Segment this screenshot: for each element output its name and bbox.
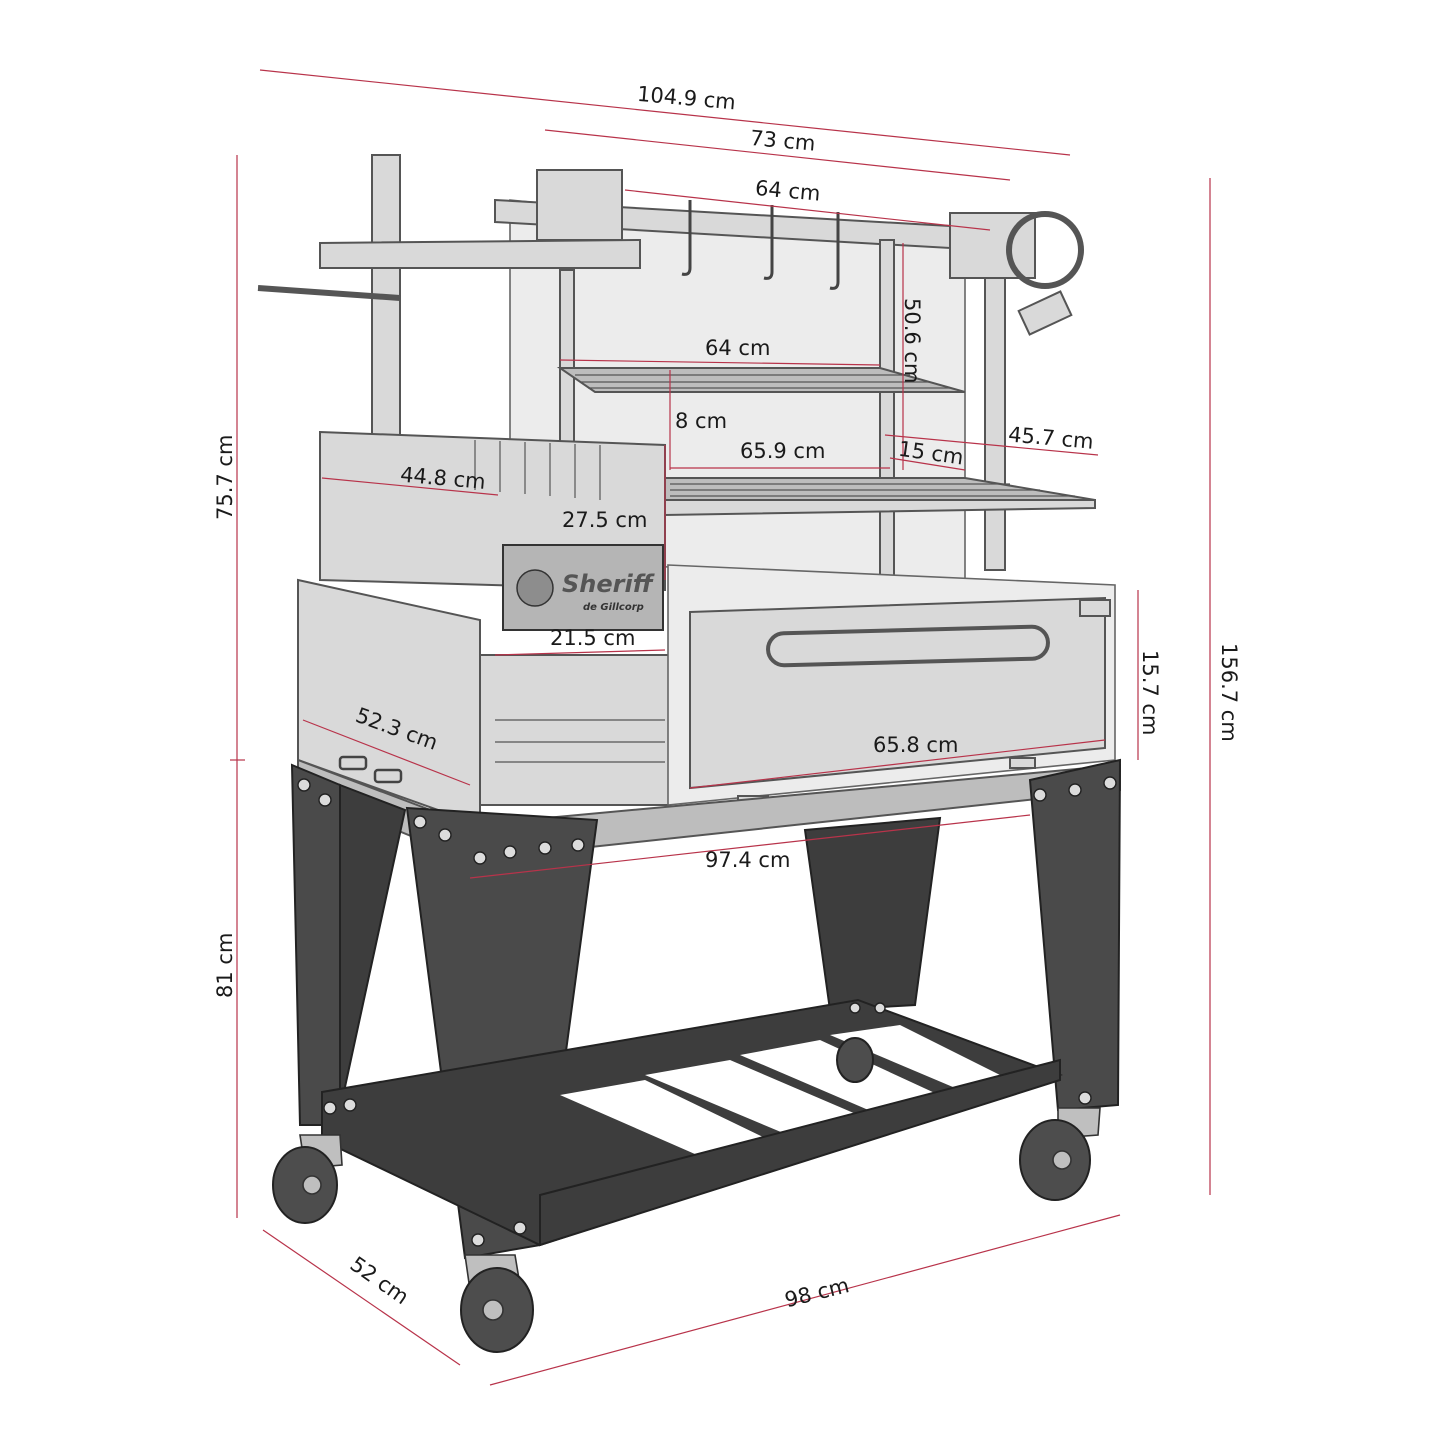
dim-line-base-width — [489, 1214, 1121, 1386]
caster-front-right — [1019, 1107, 1101, 1201]
label-grill-depth: 45.7 cm — [1007, 422, 1094, 453]
label-back-height: 50.6 cm — [900, 298, 924, 383]
dim-line-basket-depth — [494, 649, 666, 656]
drawer-latch-icon — [1079, 599, 1111, 617]
stand — [290, 758, 1122, 1260]
drawer-pin-icon — [1009, 757, 1036, 769]
logo-brand: Sheriff — [562, 570, 655, 598]
hook-icon — [681, 200, 692, 276]
logo-emblem-icon — [516, 569, 554, 607]
label-basket-height: 27.5 cm — [562, 508, 647, 532]
label-top-bar-width: 64 cm — [754, 176, 821, 206]
grill-upper-structure: Sheriff de Gillcorp — [257, 154, 1096, 806]
bolt-group — [297, 776, 1117, 1247]
drawer-front — [689, 596, 1106, 790]
crank-wheel — [1006, 211, 1084, 289]
label-upper-grill-width: 64 cm — [705, 336, 770, 360]
label-drawer-width: 65.8 cm — [873, 733, 958, 757]
label-upper-height: 75.7 cm — [213, 435, 237, 520]
dim-line-top-bar — [624, 189, 991, 231]
label-top-width: 73 cm — [749, 126, 816, 156]
front-leg-right — [1028, 758, 1122, 1112]
crank-box — [949, 212, 1036, 279]
spit-post-right — [984, 229, 1006, 571]
dim-line-shelf-offset — [889, 457, 966, 471]
dim-line-top-width — [544, 129, 1011, 181]
label-total-width: 104.9 cm — [636, 82, 737, 115]
dim-line-total-width — [259, 69, 1071, 156]
upper-grill-grate — [575, 374, 950, 389]
lower-grill-grate — [670, 483, 1075, 497]
motor-box — [536, 169, 623, 241]
label-drawer-height: 15.7 cm — [1138, 650, 1162, 735]
basket-bars — [474, 440, 601, 500]
dim-line-grill-depth — [884, 434, 1099, 456]
caster-front-left — [460, 1254, 534, 1353]
basket-support-grate — [495, 719, 665, 763]
spit-crossbar — [319, 238, 641, 269]
dim-line-upper-grill — [559, 359, 881, 366]
caster-rear-left — [272, 1134, 343, 1224]
label-basket-depth: 21.5 cm — [550, 626, 635, 650]
dim-line-drawer-width — [689, 739, 1106, 789]
crank-handle — [1017, 290, 1073, 336]
drawer-handle — [766, 624, 1050, 668]
lower-grill — [664, 477, 1096, 501]
dim-line-side-box-depth — [302, 719, 471, 786]
caster-rear-right — [836, 1037, 874, 1083]
label-frame-width: 97.4 cm — [705, 848, 790, 872]
dimension-lines — [230, 69, 1211, 1386]
dim-line-frame-width — [469, 814, 1031, 879]
rear-leg-left — [290, 763, 341, 1126]
lower-shelf-front-rail — [539, 1058, 1061, 1247]
label-lower-grill-width: 65.9 cm — [740, 439, 825, 463]
spit-rod — [257, 285, 401, 301]
side-box-handles — [338, 755, 403, 784]
firebox — [297, 564, 1121, 862]
dim-line-base-depth — [262, 1229, 461, 1366]
hook-icon — [829, 212, 840, 290]
logo-sub: de Gillcorp — [583, 602, 644, 613]
rear-leg-right — [803, 816, 942, 1012]
hook-icon — [763, 205, 774, 280]
label-stand-height: 81 cm — [213, 933, 237, 998]
dim-line-basket-width — [321, 477, 499, 496]
basket-support — [479, 654, 671, 806]
label-base-depth: 52 cm — [346, 1252, 413, 1309]
label-grill-gap: 8 cm — [675, 409, 727, 433]
side-rail — [879, 239, 895, 581]
rear-leg-left-inner — [339, 783, 407, 1111]
casters — [272, 1037, 1101, 1353]
label-overall-height: 156.7 cm — [1217, 643, 1241, 742]
label-base-width: 98 cm — [782, 1273, 851, 1312]
upper-grill — [556, 367, 966, 393]
